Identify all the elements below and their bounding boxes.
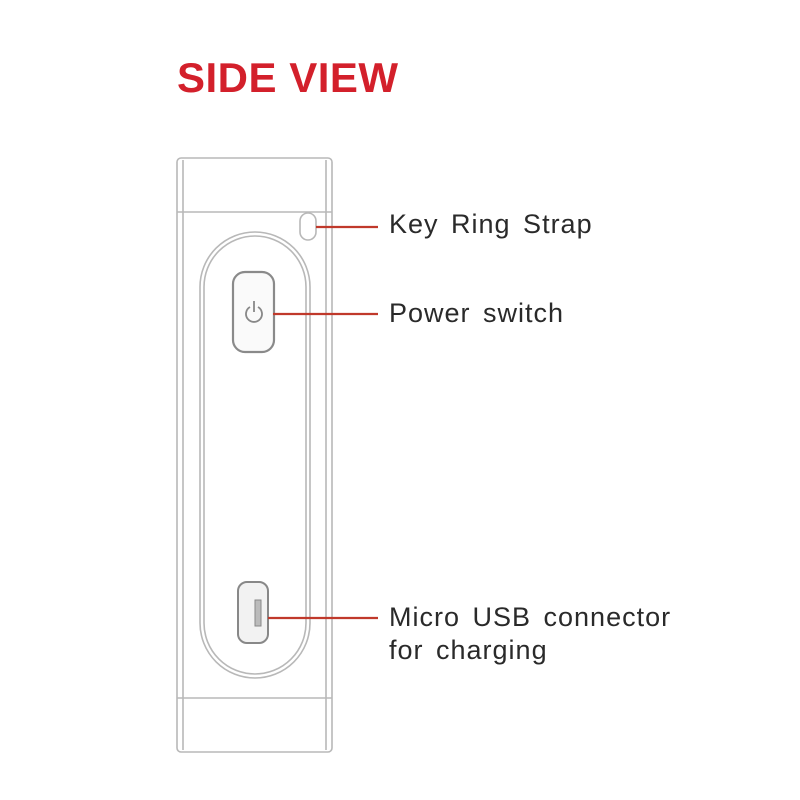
device-body [176,157,333,753]
label-power-switch: Power switch [389,298,565,328]
micro-usb-port [237,581,269,644]
key-ring-slot [299,212,317,241]
label-key-ring-strap: Key Ring Strap [389,209,593,239]
power-icon [245,301,263,323]
label-micro-usb: Micro USB connector [389,602,672,632]
side-panel-inner [203,235,307,675]
power-button[interactable] [231,270,276,354]
diagram-title: SIDE VIEW [177,54,399,101]
label-for-charging: for charging [389,635,548,665]
side-panel-outer [199,231,311,679]
